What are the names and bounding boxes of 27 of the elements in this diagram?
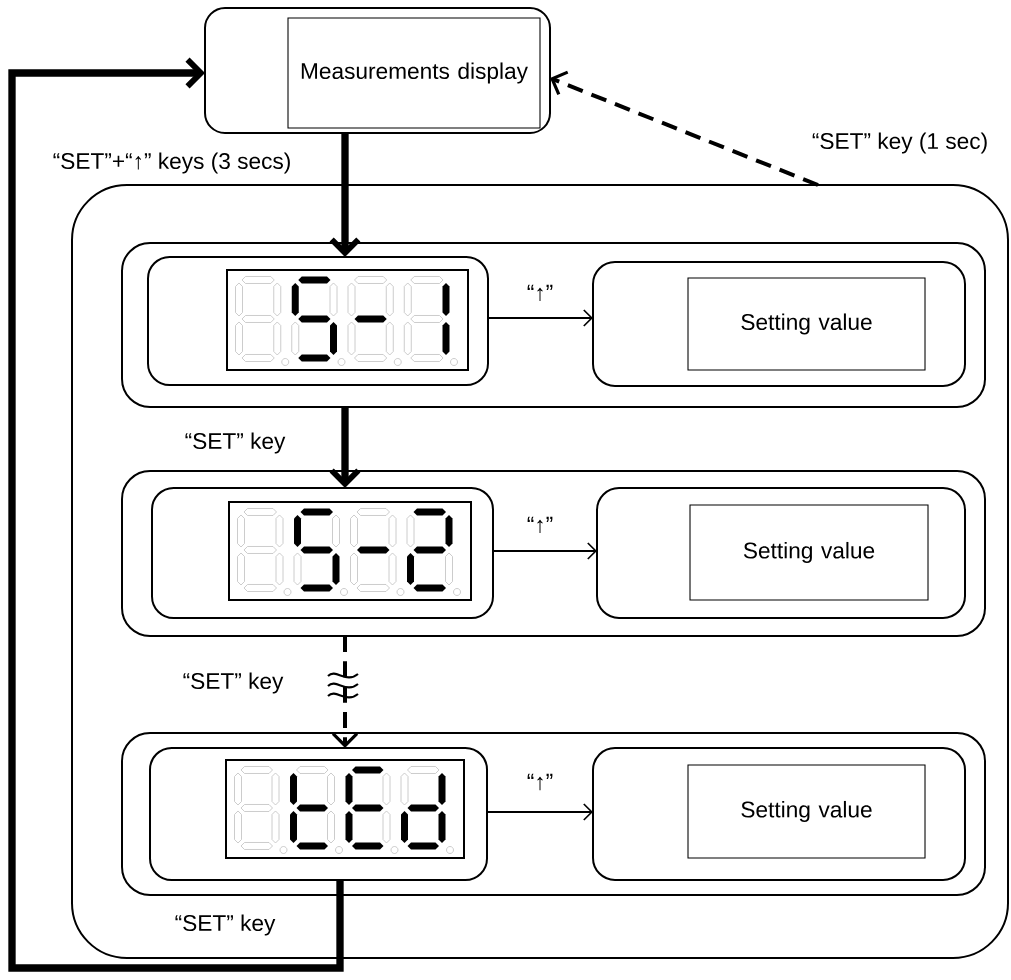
edge-label: “↑” [525,515,555,535]
arrow [8,57,344,972]
seven-segment-display [151,487,494,619]
seven-segment-display [147,256,489,386]
value-box: Setting value [592,261,966,387]
dashed-arrow [331,636,359,748]
arrow [493,542,597,560]
arrow [329,407,361,488]
row-panel [121,732,986,896]
arrow [329,133,361,257]
edge-label: “↑” [525,772,555,792]
dashed-arrow [550,70,819,187]
row-panel [121,470,986,637]
rounded-frame [71,184,1009,959]
display-box: Measurements display [204,7,551,134]
edge-label: “↑” [525,283,555,303]
edge-label: “SET” key [173,913,277,937]
seven-segment-display [149,747,488,881]
value-box: Setting value [596,487,966,619]
edge-label: “SET”+“↑” keys (3 secs) [51,151,293,175]
edge-label: “SET” key (1 sec) [810,131,990,155]
arrow [487,803,593,821]
value-box: Setting value [592,747,966,881]
edge-label: “SET” key [181,671,285,695]
row-panel [121,242,986,408]
arrow [488,309,593,327]
edge-label: “SET” key [183,431,287,455]
